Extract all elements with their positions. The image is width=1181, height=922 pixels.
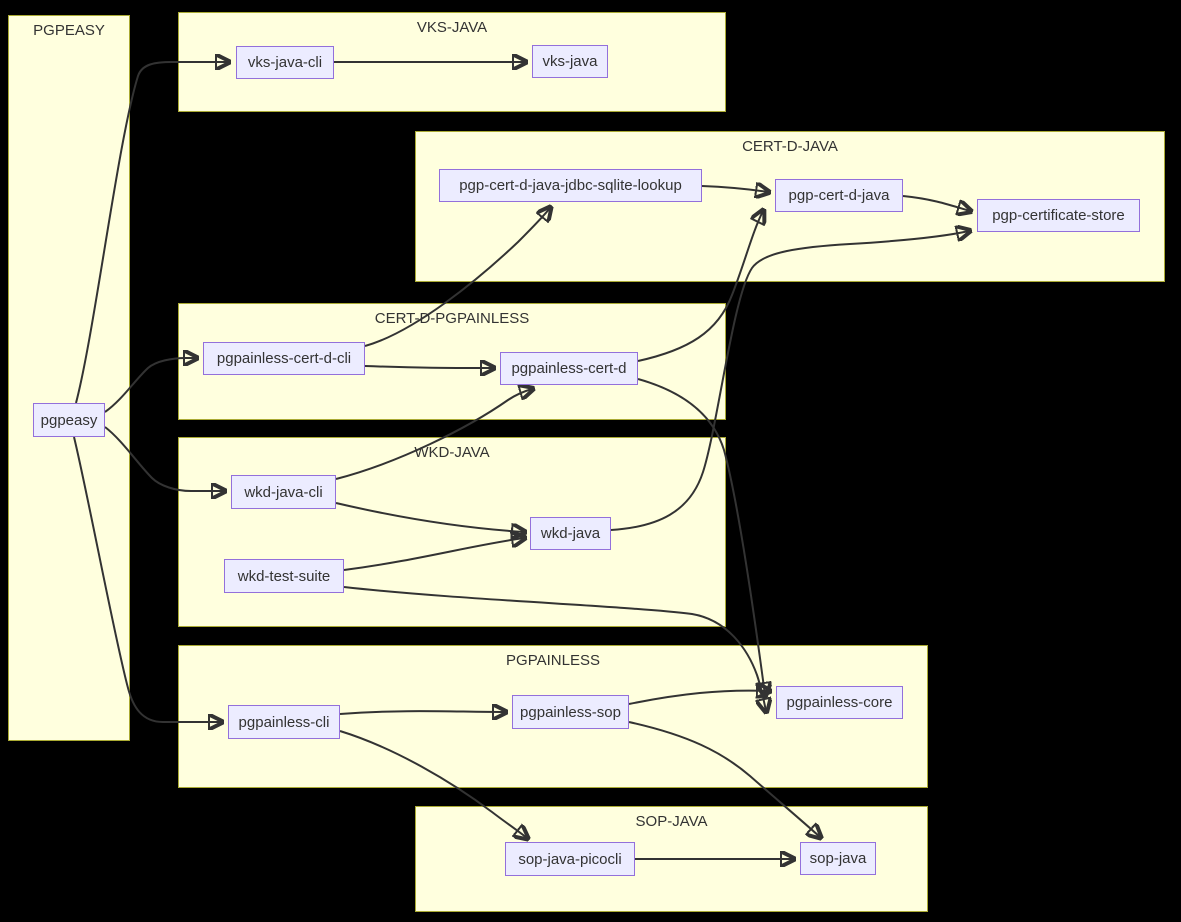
cluster-pgpeasy-title: PGPEASY bbox=[33, 22, 105, 39]
cluster-pgpainless-title: PGPAINLESS bbox=[506, 652, 600, 669]
node-wkd-java: wkd-java bbox=[530, 517, 611, 550]
node-pgpeasy: pgpeasy bbox=[33, 403, 105, 437]
cluster-vks-java-title: VKS-JAVA bbox=[416, 19, 488, 36]
node-sop-java-picocli: sop-java-picocli bbox=[505, 842, 635, 876]
node-wkd-java-cli: wkd-java-cli bbox=[231, 475, 336, 509]
node-pgp-certificate-store: pgp-certificate-store bbox=[977, 199, 1140, 232]
cluster-sop-java-title: SOP-JAVA bbox=[635, 813, 708, 830]
node-pgpainless-cert-d-cli: pgpainless-cert-d-cli bbox=[203, 342, 365, 375]
node-pgpainless-cli: pgpainless-cli bbox=[228, 705, 340, 739]
node-wkd-test-suite: wkd-test-suite bbox=[224, 559, 344, 593]
node-vks-java: vks-java bbox=[532, 45, 608, 78]
cluster-pgpeasy: PGPEASY bbox=[8, 15, 130, 741]
cluster-wkd-java-title: WKD-JAVA bbox=[414, 444, 490, 461]
cluster-wkd-java: WKD-JAVA bbox=[178, 437, 726, 627]
node-pgp-cert-d-java: pgp-cert-d-java bbox=[775, 179, 903, 212]
node-sop-java: sop-java bbox=[800, 842, 876, 875]
node-pgpainless-core: pgpainless-core bbox=[776, 686, 903, 719]
node-pgp-cert-d-java-jdbc-sqlite-lookup: pgp-cert-d-java-jdbc-sqlite-lookup bbox=[439, 169, 702, 202]
node-pgpainless-cert-d: pgpainless-cert-d bbox=[500, 352, 638, 385]
node-vks-java-cli: vks-java-cli bbox=[236, 46, 334, 79]
cluster-cert-d-pgpainless-title: CERT-D-PGPAINLESS bbox=[374, 310, 530, 327]
cluster-cert-d-java-title: CERT-D-JAVA bbox=[742, 138, 838, 155]
node-pgpainless-sop: pgpainless-sop bbox=[512, 695, 629, 729]
